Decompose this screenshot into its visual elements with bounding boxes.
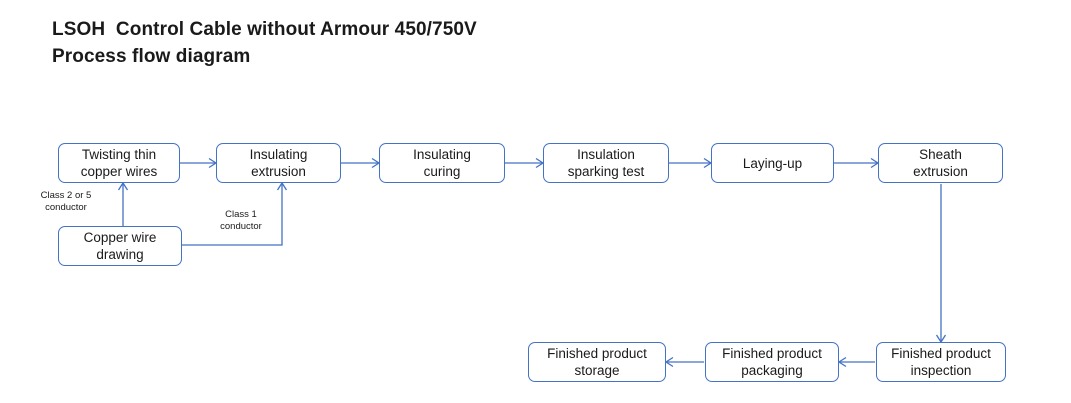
page-title-line-1: LSOH Control Cable without Armour 450/75… [52, 19, 477, 40]
node-finished-product-storage[interactable]: Finished product storage [528, 342, 666, 382]
node-insulation-sparking-test[interactable]: Insulation sparking test [543, 143, 669, 183]
arrowhead-curing-to-sparking-test [535, 157, 545, 169]
arrowhead-twisting-to-insulating-extrusion [208, 157, 218, 169]
node-laying-up[interactable]: Laying-up [711, 143, 834, 183]
arrowhead-sparking-test-to-laying-up [703, 157, 713, 169]
node-finished-product-inspection[interactable]: Finished product inspection [876, 342, 1006, 382]
edge-label-class-2-or-5-conductor: Class 2 or 5 conductor [40, 190, 92, 213]
arrowhead-insulating-extrusion-to-curing [371, 157, 381, 169]
page-title-line-2: Process flow diagram [52, 46, 251, 67]
page-title: LSOH Control Cable without Armour 450/75… [52, 16, 752, 70]
arrowhead-copper-drawing-to-insulating-extrusion [276, 181, 288, 191]
arrowhead-sheath-extrusion-to-inspection [935, 334, 947, 344]
node-twisting-thin-copper-wires[interactable]: Twisting thin copper wires [58, 143, 180, 183]
node-insulating-curing[interactable]: Insulating curing [379, 143, 505, 183]
edge-label-class-1-conductor: Class 1 conductor [220, 209, 262, 232]
arrowhead-copper-drawing-to-twisting [117, 181, 129, 191]
arrowhead-inspection-to-packaging [837, 356, 847, 368]
node-insulating-extrusion[interactable]: Insulating extrusion [216, 143, 341, 183]
node-sheath-extrusion[interactable]: Sheath extrusion [878, 143, 1003, 183]
arrowhead-packaging-to-storage [664, 356, 674, 368]
node-finished-product-packaging[interactable]: Finished product packaging [705, 342, 839, 382]
node-copper-wire-drawing[interactable]: Copper wire drawing [58, 226, 182, 266]
arrowhead-laying-up-to-sheath-extrusion [870, 157, 880, 169]
